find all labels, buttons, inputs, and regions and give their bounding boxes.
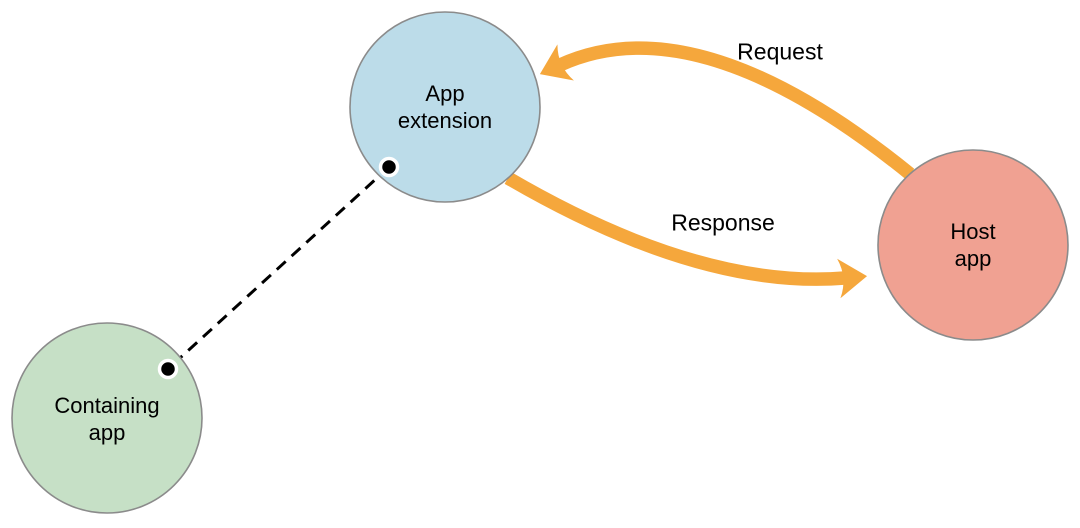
app-extension-label-line2: extension — [397, 108, 493, 133]
response-arrow-label: Response — [671, 209, 775, 236]
app-extension-label: App extension — [398, 80, 492, 134]
host-app-circle — [877, 149, 1069, 341]
request-arrow — [539, 41, 915, 180]
containing-app-dashed-link — [166, 165, 391, 371]
response-arrow — [504, 172, 868, 299]
host-app-label: Host app — [950, 218, 995, 272]
host-app-label-line2: app — [954, 246, 992, 271]
link-endpoint-dot-containing-app — [157, 358, 179, 380]
request-arrow-label: Request — [737, 38, 823, 65]
containing-app-label-line1: Containing — [54, 393, 160, 418]
host-app-label-line1: Host — [950, 219, 996, 244]
containing-app-circle — [11, 322, 203, 514]
link-endpoint-dot-app-extension — [378, 156, 400, 178]
app-extension-label-line1: App — [425, 81, 465, 106]
containing-app-label-line2: app — [88, 420, 126, 445]
app-extension-circle — [349, 11, 541, 203]
containing-app-label: Containing app — [54, 392, 159, 446]
